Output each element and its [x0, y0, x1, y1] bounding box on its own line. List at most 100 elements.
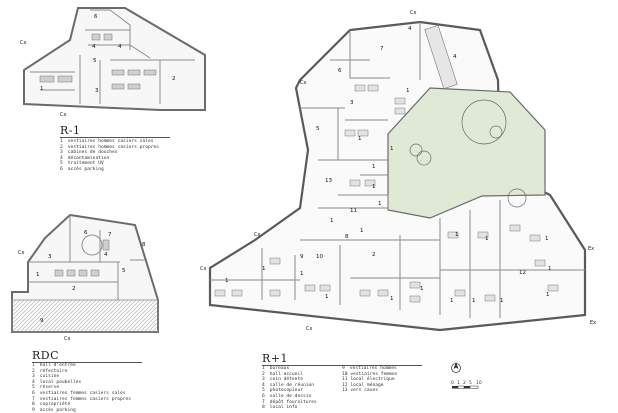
rp1-room-1k: 1 — [390, 296, 394, 302]
rp1-section-tag-g: Ex — [590, 320, 596, 326]
scale-tick-1: 1 — [457, 380, 460, 386]
rp1-room-1h: 1 — [300, 271, 304, 277]
legend-rule-r-minus-1 — [60, 137, 170, 138]
legend-item: 7 dépôt fournitures — [262, 399, 317, 405]
rp1-room-1e: 1 — [360, 228, 364, 234]
rp1-section-tag-f: Ex — [588, 246, 594, 252]
legend-item: 5 traitement UV — [60, 161, 104, 167]
r1-room-6: 6 — [94, 14, 98, 20]
r1-room-5: 5 — [93, 58, 97, 64]
plan-rdc: 1 2 3 4 5 6 7 8 9 Cx Cx — [11, 213, 159, 342]
rdc-room-8: 8 — [142, 242, 146, 248]
r1-room-4a: 4 — [92, 44, 96, 50]
rp1-room-10: 10 — [316, 254, 323, 260]
rp1-room-6: 6 — [338, 68, 342, 74]
rp1-room-1n: 1 — [485, 236, 489, 242]
rp1-room-1a: 1 — [406, 88, 410, 94]
scale-tick-10: 10 — [476, 380, 482, 386]
rp1-room-1s: 1 — [472, 298, 476, 304]
rdc-room-6: 6 — [84, 230, 88, 236]
rp1-section-tag-c: Cx — [254, 232, 260, 238]
rp1-room-1l: 1 — [420, 286, 424, 292]
legend-title-r-plus-1: R+1 — [262, 352, 288, 365]
legend-item: 9 vestiaires hommes — [342, 366, 397, 371]
legend-title-r-minus-1: R-1 — [60, 124, 81, 137]
legend-item: 9 accès parking — [32, 407, 76, 413]
rp1-room-7: 7 — [380, 46, 384, 52]
legend-item: 3 cabines de douches — [60, 150, 118, 156]
legend-item: 1 bureaux — [262, 366, 290, 371]
r1-section-tag-b: Cx — [60, 112, 66, 118]
legend-item: 1 vestiaires hommes casiers sales — [60, 139, 154, 144]
rp1-room-1t: 1 — [450, 298, 454, 304]
rdc-room-5: 5 — [122, 268, 126, 274]
rp1-section-tag-b: Cx — [300, 80, 306, 86]
rp1-room-5: 5 — [316, 126, 320, 132]
legend-item: 3 coin détente — [262, 377, 303, 383]
rdc-room-9: 9 — [40, 318, 44, 324]
legend-item: 6 vestiaires femmes casiers sales — [32, 390, 126, 396]
legend-title-rdc: RDC — [32, 349, 60, 362]
legend-item: 4 salle de réunion — [262, 382, 315, 388]
legend-item: 3 cuisine — [32, 374, 60, 380]
rp1-room-12: 12 — [519, 270, 526, 276]
legend-rdc: 1 hall d'entrée 2 réfectoire 3 cuisine 4… — [32, 363, 131, 413]
legend-item: 2 hall accueil — [262, 371, 303, 377]
rp1-room-2: 2 — [372, 252, 376, 258]
rp1-room-4a: 4 — [453, 54, 457, 60]
rp1-room-9: 9 — [300, 254, 304, 260]
rp1-room-1m: 1 — [455, 232, 459, 238]
plan-r-plus-1: 7 6 4 4 3 5 1 1 1 1 1 1 1 1 1 1 1 1 1 1 … — [200, 10, 596, 332]
legend-item: 5 photocopieur — [262, 388, 303, 394]
scale-tick-0: 0 — [451, 380, 454, 386]
legend-r-plus-1-col2: 9 vestiaires hommes 10 vestiaires femmes… — [342, 366, 397, 394]
legend-item: 6 salle de dessin — [262, 393, 312, 399]
r1-room-4b: 4 — [118, 44, 122, 50]
legend-rule-r-plus-1 — [262, 365, 422, 366]
scale-bar: 0 1 2 5 10 — [451, 380, 482, 389]
rdc-room-1: 1 — [36, 272, 40, 278]
rp1-room-8: 8 — [345, 234, 349, 240]
legend-item: 8 local info — [262, 405, 298, 411]
legend-item: 1 hall d'entrée — [32, 363, 76, 368]
rdc-room-3: 3 — [48, 254, 52, 260]
r1-room-2: 2 — [172, 76, 176, 82]
legend-item: 13 vers caves — [342, 388, 378, 394]
rp1-room-1v: 1 — [372, 184, 376, 190]
legend-item: 10 vestiaires femmes — [342, 371, 398, 377]
rp1-room-4b: 4 — [408, 26, 412, 32]
legend-item: 4 décontamination — [60, 155, 110, 161]
rp1-room-1r: 1 — [500, 298, 504, 304]
legend-item: 8 copropriété — [32, 402, 71, 408]
rdc-section-tag-a: Cx — [18, 250, 24, 256]
rdc-room-4: 4 — [104, 252, 108, 258]
legend-item: 12 local ménage — [342, 382, 384, 388]
scale-tick-5: 5 — [469, 380, 472, 386]
rdc-section-tag-b: Cx — [64, 336, 70, 342]
rdc-room-7: 7 — [108, 232, 112, 238]
north-arrow — [451, 362, 461, 373]
legend-item: 2 vestiaires hommes casiers propres — [60, 144, 160, 150]
rp1-room-1o: 1 — [545, 236, 549, 242]
legend-item: 2 réfectoire — [32, 368, 68, 374]
legend-item: 6 accès parking — [60, 166, 104, 172]
legend-item: 5 réserve — [32, 385, 60, 391]
rp1-room-1d: 1 — [378, 201, 382, 207]
rp1-section-tag-a: Cx — [410, 10, 416, 16]
rdc-parking-band — [11, 299, 159, 333]
plan-r-minus-1: 1 2 3 4 4 5 6 Cx Cx — [20, 7, 206, 118]
rp1-room-1u: 1 — [390, 146, 394, 152]
rp1-room-3: 3 — [350, 100, 354, 106]
rp1-room-1i: 1 — [225, 278, 229, 284]
legend-rule-rdc — [32, 362, 142, 363]
legend-item: 11 local électrique — [342, 377, 395, 383]
rp1-room-1g: 1 — [262, 266, 266, 272]
rp1-room-13: 13 — [325, 178, 332, 184]
legend-item: 4 local poubelles — [32, 379, 82, 385]
rp1-room-11: 11 — [350, 208, 357, 214]
rp1-room-1f: 1 — [330, 218, 334, 224]
legend-r-plus-1-col1: 1 bureaux 2 hall accueil 3 coin détente … — [262, 366, 317, 411]
rp1-section-tag-d: Cx — [200, 266, 206, 272]
r1-room-1: 1 — [40, 86, 44, 92]
